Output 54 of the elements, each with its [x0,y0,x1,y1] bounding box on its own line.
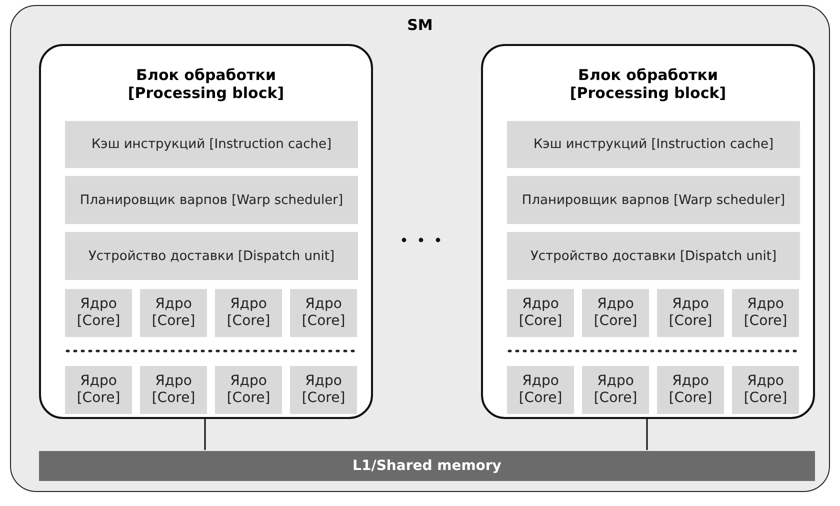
unit-bar [507,176,800,224]
core-label: Ядро [Core] [592,296,638,330]
core-box [140,366,207,414]
unit-bar [65,121,358,168]
core-box [582,366,649,414]
core-box [290,289,357,337]
core-box [140,289,207,337]
core-label: Ядро [Core] [592,373,638,407]
core-label: Ядро [Core] [518,296,564,330]
unit-label: Планировщик варпов [Warp scheduler] [522,192,786,208]
core-label: Ядро [Core] [76,296,122,330]
core-box [732,289,799,337]
block-heading: Блок обработки [Processing block] [126,66,286,102]
core-box [657,289,724,337]
memory-label: L1/Shared memory [352,458,502,474]
unit-label: Кэш инструкций [Instruction cache] [533,137,774,152]
core-box [657,366,724,414]
core-label: Ядро [Core] [300,296,346,330]
core-box [290,366,357,414]
core-label: Ядро [Core] [742,373,788,407]
unit-label: Кэш инструкций [Instruction cache] [91,137,332,152]
unit-label: Устройство доставки [Dispatch unit] [530,248,777,264]
core-box [215,366,282,414]
processing-block [39,44,373,419]
core-label: Ядро [Core] [150,373,196,407]
core-box [507,289,574,337]
core-label: Ядро [Core] [226,373,272,407]
core-label: Ядро [Core] [518,373,564,407]
block-heading: Блок обработки [Processing block] [568,66,728,102]
core-label: Ядро [Core] [668,296,714,330]
core-label: Ядро [Core] [226,296,272,330]
core-label: Ядро [Core] [668,373,714,407]
core-label: Ядро [Core] [300,373,346,407]
unit-bar [507,232,800,280]
connector-line [646,418,648,450]
unit-bar [65,232,358,280]
connector-line [204,418,206,450]
memory-bar [39,451,815,481]
processing-block [481,44,815,419]
core-box [732,366,799,414]
core-box [215,289,282,337]
core-label: Ядро [Core] [742,296,788,330]
unit-bar [65,176,358,224]
panel-title: SM [406,16,434,34]
core-box [507,366,574,414]
core-label: Ядро [Core] [150,296,196,330]
unit-label: Планировщик варпов [Warp scheduler] [80,192,344,208]
core-box [582,289,649,337]
unit-label: Устройство доставки [Dispatch unit] [88,248,335,264]
unit-bar [507,121,800,168]
core-box [65,289,132,337]
core-label: Ядро [Core] [76,373,122,407]
sm-panel [10,5,830,492]
core-box [65,366,132,414]
